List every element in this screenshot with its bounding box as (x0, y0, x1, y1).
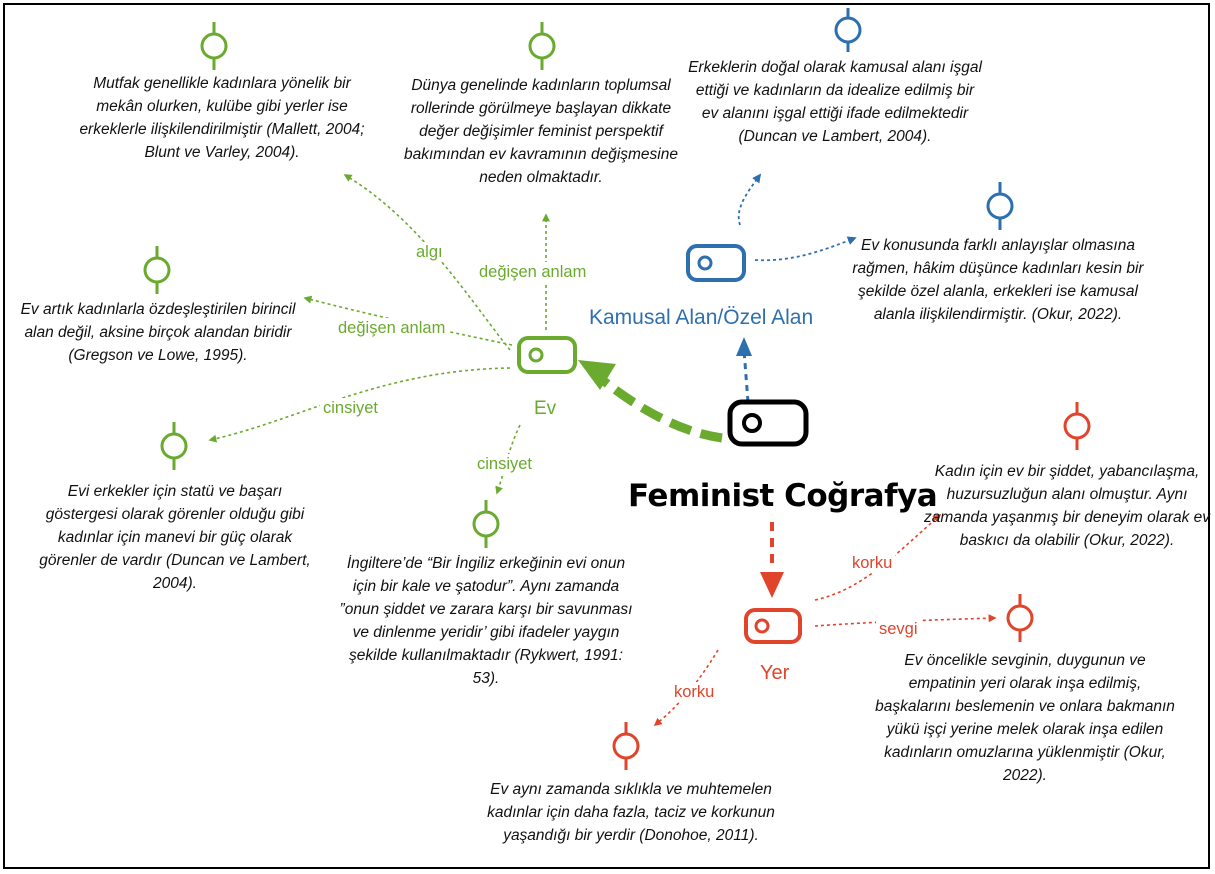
edge-label-cinsiyet-left: cinsiyet (320, 398, 382, 418)
lollipop-marker-icon (1063, 402, 1091, 450)
node-label-yer: Yer (760, 662, 790, 684)
tag-icon (517, 336, 577, 374)
node-label-kamusal-ozel-alan: Kamusal Alan/Özel Alan (589, 306, 814, 329)
lollipop-marker-icon (528, 22, 556, 70)
tag-icon (686, 244, 746, 282)
note-erkeklerin: Erkeklerin doğal olarak kamusal alanı iş… (688, 59, 982, 145)
edge-label-degisen-anlam-left: değişen anlam (335, 318, 449, 338)
lollipop-marker-icon (612, 722, 640, 770)
lollipop-marker-icon (200, 22, 228, 70)
edge-algi (343, 174, 511, 351)
lollipop-marker-icon (160, 422, 188, 470)
edge-label-degisen-anlam-top: değişen anlam (476, 262, 590, 282)
arrow-center-to-ev (578, 360, 723, 443)
note-ev-konusunda: Ev konusunda farklı anlayışlar olmasına … (852, 237, 1144, 323)
note-evi-erkekler: Evi erkekler için statü ve başarı göster… (39, 483, 311, 592)
lollipop-marker-icon (143, 246, 171, 294)
note-kadin-icin: Kadın için ev bir şiddet, yabancılaşma, … (923, 463, 1211, 549)
lollipop-marker-icon (472, 500, 500, 548)
note-ev-ayni-zamanda: Ev aynı zamanda sıklıkla ve muhtemelen k… (487, 781, 775, 844)
edge-cinsiyet-left (208, 367, 511, 443)
arrow-center-to-yer (760, 522, 784, 598)
edge-label-korku-right: korku (849, 553, 896, 573)
edge-label-algi: algı (413, 242, 446, 262)
lollipop-marker-icon (834, 8, 862, 52)
edge-label-sevgi: sevgi (876, 619, 921, 639)
arrow-center-to-kamusal (736, 337, 752, 403)
note-ev-artik: Ev artık kadınlarla özdeşleştirilen biri… (20, 301, 296, 364)
lollipop-marker-icon (1006, 594, 1034, 642)
tag-icon (744, 608, 802, 644)
edge-kamusal-up (737, 173, 762, 226)
edge-kamusal-right (754, 236, 857, 262)
note-mutfak: Mutfak genellikle kadınlara yönelik bir … (79, 75, 365, 161)
edge-label-korku-bottom: korku (671, 682, 718, 702)
tag-icon (727, 399, 809, 447)
edge-label-cinsiyet-bottom: cinsiyet (474, 454, 536, 474)
note-ev-oncelikle: Ev öncelikle sevginin, duygunun ve empat… (875, 652, 1175, 784)
lollipop-marker-icon (986, 182, 1014, 230)
note-ingiltere: İngiltere’de “Bir İngiliz erkeğinin evi … (339, 555, 633, 687)
diagram-frame (3, 3, 1210, 869)
note-dunya-genelinde: Dünya genelinde kadınların toplumsal rol… (404, 77, 678, 186)
node-label-ev: Ev (534, 398, 557, 419)
central-topic-title: Feminist Coğrafya (628, 478, 938, 514)
